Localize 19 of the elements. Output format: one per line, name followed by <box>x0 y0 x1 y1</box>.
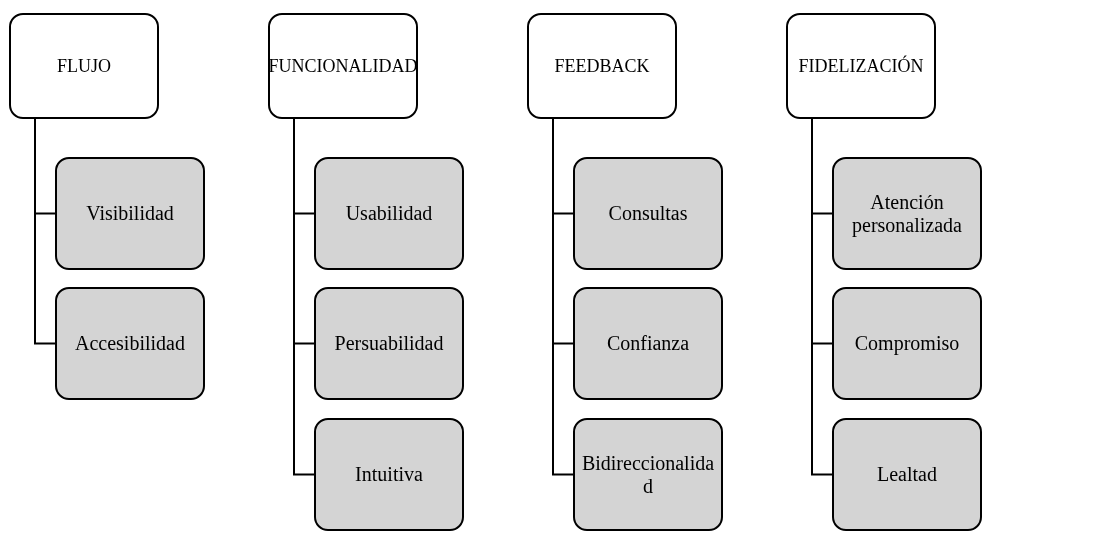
connector-line <box>34 118 56 345</box>
item-box: Atención personalizada <box>832 157 982 270</box>
connector-line <box>811 118 833 476</box>
category-box: FEEDBACK <box>527 13 677 119</box>
item-box: Intuitiva <box>314 418 464 531</box>
item-box: Lealtad <box>832 418 982 531</box>
item-box: Usabilidad <box>314 157 464 270</box>
item-box: Accesibilidad <box>55 287 205 400</box>
item-box: Bidireccionalidad <box>573 418 723 531</box>
category-box: FUNCIONALIDAD <box>268 13 418 119</box>
item-box: Consultas <box>573 157 723 270</box>
category-box: FIDELIZACIÓN <box>786 13 936 119</box>
connector-line <box>293 118 315 476</box>
item-box: Compromiso <box>832 287 982 400</box>
item-box: Confianza <box>573 287 723 400</box>
category-box: FLUJO <box>9 13 159 119</box>
item-box: Visibilidad <box>55 157 205 270</box>
connector-line <box>552 118 574 476</box>
item-box: Persuabilidad <box>314 287 464 400</box>
